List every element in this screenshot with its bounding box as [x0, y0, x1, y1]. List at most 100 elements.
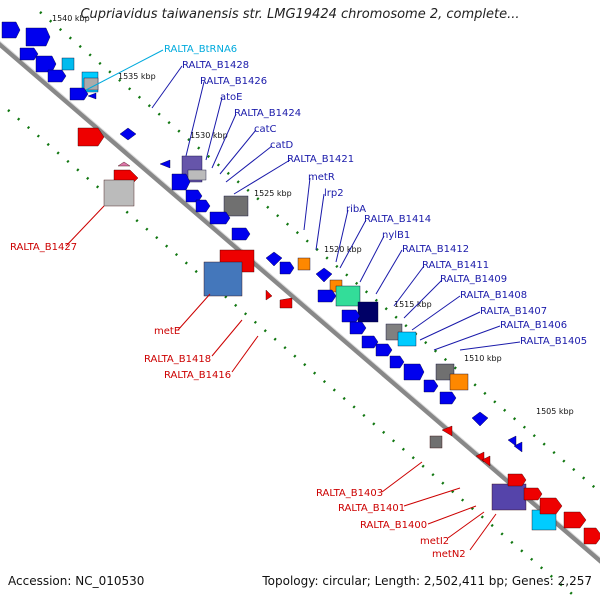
tick-label: 1525 kbp — [254, 189, 292, 198]
accession-text: Accession: NC_010530 — [8, 574, 145, 588]
gene-feature — [513, 441, 523, 453]
gene-feature — [209, 211, 231, 225]
gene-label: RALTA_B1407 — [480, 306, 547, 317]
gene-label: metI2 — [420, 536, 449, 547]
gene-feature — [185, 189, 203, 203]
gene-feature — [403, 363, 425, 381]
gene-feature — [35, 55, 57, 73]
gene-feature — [439, 391, 457, 405]
gene-feature — [117, 161, 131, 167]
gene-feature — [77, 127, 105, 147]
gene-label: RALTA_B1411 — [422, 260, 489, 271]
gene-feature — [231, 227, 251, 241]
gene-label: catC — [254, 124, 277, 135]
gene-feature — [563, 511, 587, 529]
gene-feature — [583, 527, 600, 545]
reverse-genes[interactable] — [77, 127, 600, 545]
gene-feature — [1, 21, 21, 39]
gene-feature — [315, 267, 333, 283]
gene-feature — [341, 309, 361, 323]
gene-label: RALTA_B1416 — [164, 370, 231, 381]
gene-feature — [389, 355, 405, 369]
gene-feature — [195, 199, 211, 213]
gene-label: RALTA_B1424 — [234, 108, 301, 119]
gene-label: RALTA_B1401 — [338, 503, 405, 514]
gene-feature — [397, 331, 417, 347]
gene-feature — [441, 425, 453, 437]
gene-label: metR — [308, 172, 335, 183]
tick-label: 1530 kbp — [190, 131, 228, 140]
gene-label: metN2 — [432, 549, 466, 560]
forward-genes[interactable] — [1, 21, 523, 453]
gene-feature — [83, 77, 99, 91]
tick-label: 1535 kbp — [118, 72, 156, 81]
gene-feature — [103, 179, 135, 207]
gene-label: RALTA_B1408 — [460, 290, 527, 301]
gene-feature — [19, 47, 39, 61]
tick-label: 1520 kbp — [324, 245, 362, 254]
gene-feature — [265, 251, 283, 267]
trna-feature — [61, 57, 75, 71]
gene-label: nylB1 — [382, 230, 410, 241]
gene-feature — [349, 321, 367, 335]
gene-feature — [475, 451, 485, 463]
gene-feature — [423, 379, 439, 393]
reverse-labels[interactable]: RALTA_B1427 metE RALTA_B1418 RALTA_B1416… — [10, 242, 466, 560]
gene-label: RALTA_B1412 — [402, 244, 469, 255]
gene-label: ribA — [346, 204, 366, 215]
gene-feature — [279, 297, 293, 309]
gene-feature — [335, 285, 361, 307]
gene-label: RALTA_B1421 — [287, 154, 354, 165]
gene-feature — [481, 455, 491, 467]
gene-label: RALTA_B1409 — [440, 274, 507, 285]
gene-feature — [491, 483, 527, 511]
gene-feature — [435, 363, 455, 381]
forward-labels[interactable]: RALTA_BtRNA6 RALTA_B1428 RALTA_B1426 ato… — [164, 44, 587, 347]
gene-label: metE — [154, 326, 180, 337]
gene-label: RALTA_B1406 — [500, 320, 567, 331]
gene-label: RALTA_B1426 — [200, 76, 267, 87]
gene-label: RALTA_B1403 — [316, 488, 383, 499]
gene-feature — [119, 127, 137, 141]
gene-feature — [361, 335, 379, 349]
gene-label: RALTA_B1400 — [360, 520, 427, 531]
gene-feature — [507, 473, 527, 487]
gene-feature — [449, 373, 469, 391]
scale-ticks: 1540 kbp 1535 kbp 1530 kbp 1525 kbp 1520… — [52, 14, 574, 416]
gene-feature — [507, 435, 517, 447]
tick-label: 1510 kbp — [464, 354, 502, 363]
gene-feature — [471, 411, 489, 427]
label-leaders — [65, 49, 521, 551]
gene-feature — [429, 435, 443, 449]
tick-label: 1505 kbp — [536, 407, 574, 416]
gene-feature — [187, 169, 207, 181]
tick-label: 1515 kbp — [394, 300, 432, 309]
tick-label: 1540 kbp — [52, 14, 90, 23]
gene-label: RALTA_B1418 — [144, 354, 211, 365]
gene-feature — [523, 487, 543, 501]
gene-feature — [265, 289, 273, 301]
gene-feature — [317, 289, 337, 303]
gene-label: lrp2 — [324, 188, 344, 199]
gene-label: RALTA_BtRNA6 — [164, 44, 237, 55]
gene-feature — [357, 301, 379, 323]
gene-label: RALTA_B1427 — [10, 242, 77, 253]
gene-label: RALTA_B1405 — [520, 336, 587, 347]
gene-feature — [47, 69, 67, 83]
gene-label: atoE — [220, 92, 243, 103]
gene-feature — [375, 343, 393, 357]
gene-feature — [159, 159, 171, 169]
gene-feature — [25, 27, 51, 47]
gene-label: catD — [270, 140, 294, 151]
gene-feature — [203, 261, 243, 297]
topology-stats: Topology: circular; Length: 2,502,411 bp… — [262, 574, 592, 588]
gene-feature — [171, 173, 191, 191]
gene-feature — [223, 195, 249, 217]
gene-label: RALTA_B1414 — [364, 214, 431, 225]
gene-label: RALTA_B1428 — [182, 60, 249, 71]
gene-feature — [69, 87, 89, 101]
gene-feature — [539, 497, 563, 515]
gene-feature — [87, 92, 97, 100]
map-title: Cupriavidus taiwanensis str. LMG19424 ch… — [80, 7, 520, 22]
